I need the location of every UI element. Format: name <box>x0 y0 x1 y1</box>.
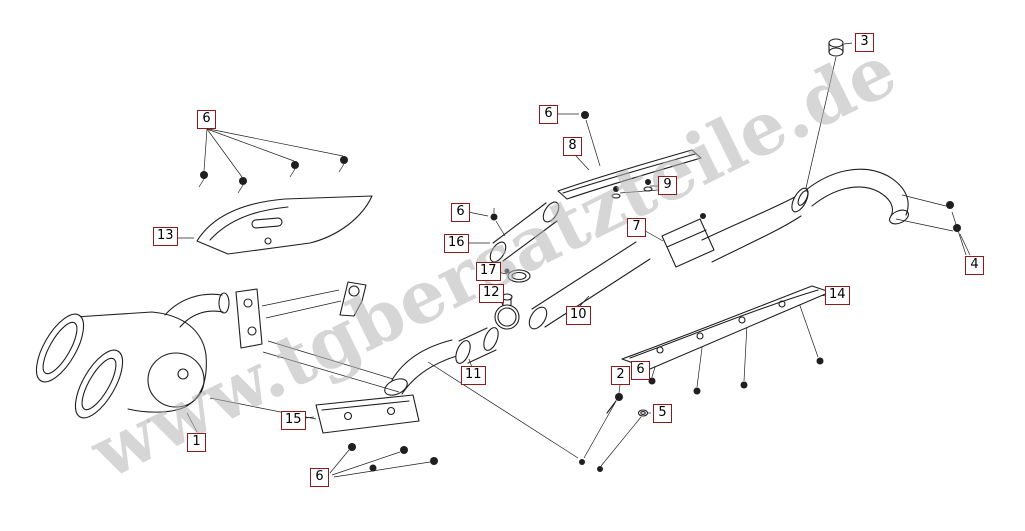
part-label-6: 6 <box>310 468 329 487</box>
bolt-2 <box>606 393 623 414</box>
nut-5 <box>637 409 649 417</box>
part-label-12: 12 <box>479 284 504 303</box>
part-label-16: 16 <box>444 234 469 253</box>
bolts-4 <box>946 201 961 232</box>
elbow-pipe <box>384 339 461 396</box>
part-label-5: 5 <box>653 404 672 423</box>
pipe-segment-16 <box>489 201 560 263</box>
part-label-1: 1 <box>187 433 206 452</box>
part-label-17: 17 <box>476 262 501 281</box>
hanger-bracket <box>339 281 367 317</box>
part-label-13: 13 <box>153 227 178 246</box>
small-clamp-17 <box>504 268 531 283</box>
part-label-4: 4 <box>965 256 984 275</box>
heat-shield-13 <box>196 195 373 255</box>
connector-sleeve-11 <box>455 327 499 364</box>
part-label-15: 15 <box>281 411 306 430</box>
mid-pipe-10 <box>528 241 651 330</box>
heat-shield-14 <box>621 285 831 370</box>
part-label-10: 10 <box>566 306 591 325</box>
heat-shield-8 <box>557 149 702 200</box>
part-label-9: 9 <box>658 176 677 195</box>
part-label-7: 7 <box>627 218 646 237</box>
mounting-screws <box>198 111 824 472</box>
part-label-2: 2 <box>611 366 630 385</box>
main-pipe <box>701 168 909 263</box>
part-label-6: 6 <box>451 203 470 222</box>
pipe-clamp-7 <box>661 213 715 268</box>
part-label-6: 6 <box>197 110 216 129</box>
part-label-3: 3 <box>855 33 874 52</box>
studs-9 <box>611 179 653 199</box>
part-label-6: 6 <box>631 361 650 380</box>
part-label-8: 8 <box>563 137 582 156</box>
part-label-6: 6 <box>539 105 558 124</box>
shield-plate-15 <box>315 394 420 434</box>
part-label-14: 14 <box>825 286 850 305</box>
part-label-11: 11 <box>461 366 486 385</box>
cap-nut-3 <box>828 38 844 57</box>
muffler <box>35 288 263 419</box>
